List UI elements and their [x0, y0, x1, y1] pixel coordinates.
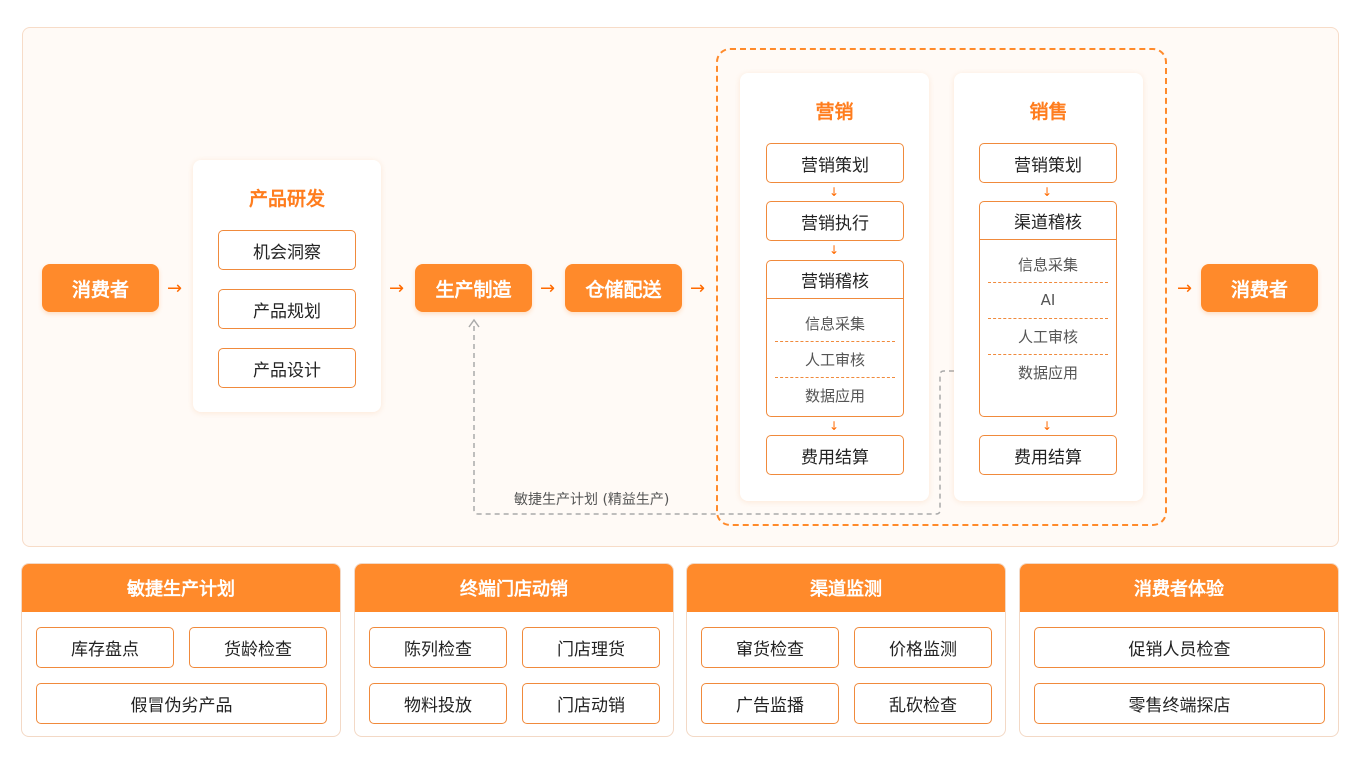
arrow-right-icon: → [167, 278, 183, 299]
arrow-right-icon: → [690, 278, 706, 299]
marketing-exec: 营销执行 [766, 201, 904, 241]
sales-plan: 营销策划 [979, 143, 1117, 183]
sales-settle: 费用结算 [979, 435, 1117, 475]
audit-sub-item: 数据应用 [1017, 363, 1078, 382]
bottom-item: 物料投放 [369, 683, 507, 724]
bottom-item: 库存盘点 [36, 627, 174, 668]
bottom-card-consumer-experience: 消费者体验 促销人员检查 零售终端探店 [1019, 563, 1339, 737]
sales-card: 销售 营销策划 ↓ 渠道稽核 信息采集 AI 人工审核 数据应用 ↓ 费用结算 [954, 73, 1143, 501]
arrow-down-icon: ↓ [829, 419, 840, 433]
sales-audit-group: 渠道稽核 信息采集 AI 人工审核 数据应用 [979, 201, 1117, 417]
arrow-right-icon: → [540, 278, 556, 299]
arrow-down-icon: ↓ [829, 243, 840, 257]
bottom-item: 广告监播 [701, 683, 839, 724]
bottom-item: 价格监测 [854, 627, 992, 668]
bottom-card-title: 渠道监测 [687, 564, 1005, 612]
audit-sub-item: 人工审核 [775, 341, 895, 378]
bottom-item: 促销人员检查 [1034, 627, 1325, 668]
arrow-down-icon: ↓ [1042, 185, 1053, 199]
bottom-item: 门店动销 [522, 683, 660, 724]
audit-sub-item: 信息采集 [988, 246, 1108, 283]
marketing-title: 营销 [815, 101, 854, 123]
bottom-card-production-plan: 敏捷生产计划 库存盘点 货龄检查 假冒伪劣产品 [21, 563, 341, 737]
bottom-item: 窜货检查 [701, 627, 839, 668]
consumer-end: 消费者 [1201, 264, 1318, 312]
feedback-label: 敏捷生产计划 (精益生产) [514, 492, 670, 508]
marketing-card: 营销 营销策划 ↓ 营销执行 ↓ 营销稽核 信息采集 人工审核 数据应用 ↓ 费… [740, 73, 929, 501]
sales-title: 销售 [1029, 101, 1068, 123]
bottom-card-title: 敏捷生产计划 [22, 564, 340, 612]
bottom-card-store-sales: 终端门店动销 陈列检查 门店理货 物料投放 门店动销 [354, 563, 674, 737]
bottom-item: 门店理货 [522, 627, 660, 668]
rnd-item: 产品设计 [218, 348, 356, 388]
arrow-down-icon: ↓ [1042, 419, 1053, 433]
storage-node: 仓储配送 [565, 264, 682, 312]
rnd-item: 机会洞察 [218, 230, 356, 270]
consumer-start: 消费者 [42, 264, 159, 312]
sales-audit-label: 渠道稽核 [980, 202, 1116, 240]
arrow-right-icon: → [1177, 278, 1193, 299]
arrow-right-icon: → [389, 278, 405, 299]
feedback-line [473, 322, 972, 515]
bottom-item: 乱砍检查 [854, 683, 992, 724]
bottom-item: 假冒伪劣产品 [36, 683, 327, 724]
audit-sub-item: 数据应用 [804, 386, 865, 405]
marketing-audit-label: 营销稽核 [767, 261, 903, 299]
marketing-sales-region [716, 48, 1167, 526]
marketing-audit-group: 营销稽核 信息采集 人工审核 数据应用 [766, 260, 904, 417]
bottom-item: 零售终端探店 [1034, 683, 1325, 724]
bottom-item: 陈列检查 [369, 627, 507, 668]
bottom-card-title: 终端门店动销 [355, 564, 673, 612]
production-node: 生产制造 [415, 264, 532, 312]
bottom-item: 货龄检查 [189, 627, 327, 668]
audit-sub-item: AI [988, 282, 1108, 319]
bottom-card-channel-monitor: 渠道监测 窜货检查 价格监测 广告监播 乱砍检查 [686, 563, 1006, 737]
arrow-down-icon: ↓ [829, 185, 840, 199]
rnd-card: 产品研发 机会洞察 产品规划 产品设计 [193, 160, 381, 412]
audit-sub-item: 人工审核 [988, 318, 1108, 355]
marketing-plan: 营销策划 [766, 143, 904, 183]
rnd-item: 产品规划 [218, 289, 356, 329]
bottom-card-title: 消费者体验 [1020, 564, 1338, 612]
audit-sub-item: 信息采集 [775, 305, 895, 342]
rnd-title: 产品研发 [248, 188, 325, 210]
feedback-arrowhead [468, 318, 480, 328]
marketing-settle: 费用结算 [766, 435, 904, 475]
